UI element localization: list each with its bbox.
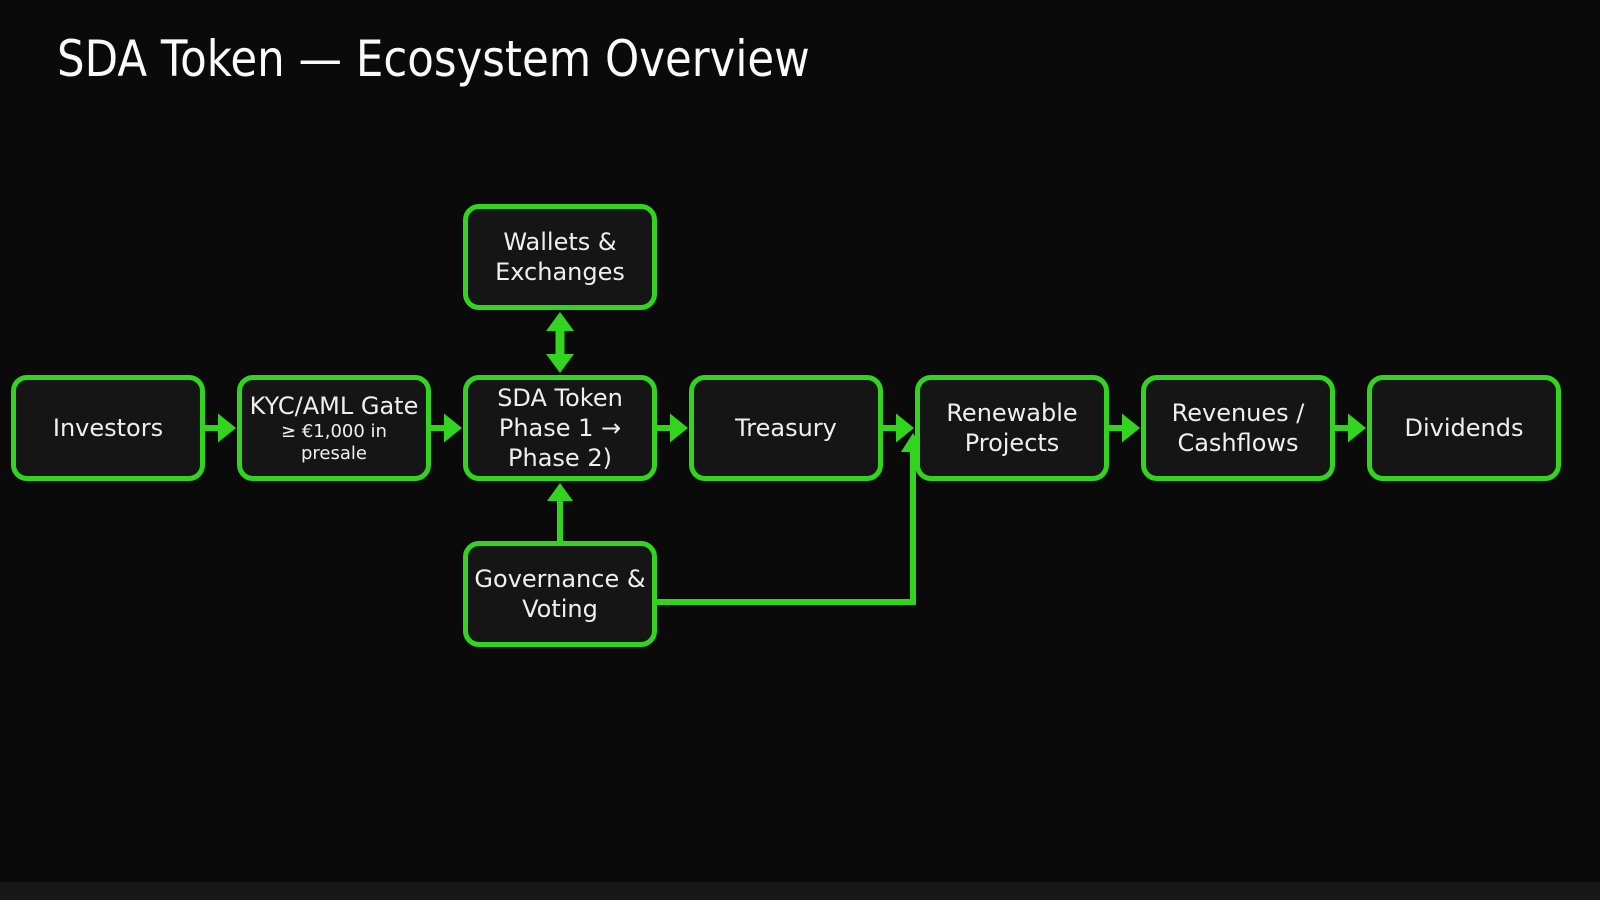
node-kyc-gate-label: KYC/AML Gate [249, 391, 419, 420]
node-wallets-exchanges: Wallets & Exchanges [463, 204, 657, 310]
node-dividends: Dividends [1367, 375, 1561, 481]
node-governance-voting: Governance & Voting [463, 541, 657, 647]
bottom-strip [0, 882, 1600, 900]
arrowhead-sda-treasury [670, 413, 688, 443]
arrowhead-investors-kyc [218, 413, 236, 443]
node-revenues-cashflows-label: Revenues / Cashflows [1171, 398, 1305, 457]
arrowhead-wallets-down [546, 354, 574, 373]
arrowhead-kyc-sda [444, 413, 462, 443]
node-dividends-label: Dividends [1404, 413, 1524, 442]
node-renewable-projects-label: Renewable Projects [946, 398, 1078, 457]
node-sda-token-label: SDA Token [497, 383, 623, 412]
node-investors: Investors [11, 375, 205, 481]
arrowhead-wallets-up [546, 312, 574, 331]
node-sda-token: SDA Token Phase 1 → Phase 2) [463, 375, 657, 481]
node-governance-voting-label: Governance & Voting [474, 564, 646, 623]
node-sda-token-sublabel: Phase 1 → Phase 2) [498, 413, 622, 473]
arrowhead-governance-sda [547, 483, 573, 501]
arrowhead-treasury-renewable [896, 413, 914, 443]
node-treasury-label: Treasury [735, 413, 837, 442]
node-investors-label: Investors [52, 413, 164, 442]
node-kyc-gate: KYC/AML Gate ≥ €1,000 in presale [237, 375, 431, 481]
arrowhead-renewable-revenues [1122, 413, 1140, 443]
arrowhead-revenues-dividends [1348, 413, 1366, 443]
node-kyc-gate-sublabel: ≥ €1,000 in presale [281, 421, 387, 465]
edge-governance-renewable [657, 450, 916, 605]
node-revenues-cashflows: Revenues / Cashflows [1141, 375, 1335, 481]
node-renewable-projects: Renewable Projects [915, 375, 1109, 481]
node-wallets-exchanges-label: Wallets & Exchanges [495, 227, 625, 286]
page-title: SDA Token — Ecosystem Overview [57, 30, 810, 88]
node-treasury: Treasury [689, 375, 883, 481]
